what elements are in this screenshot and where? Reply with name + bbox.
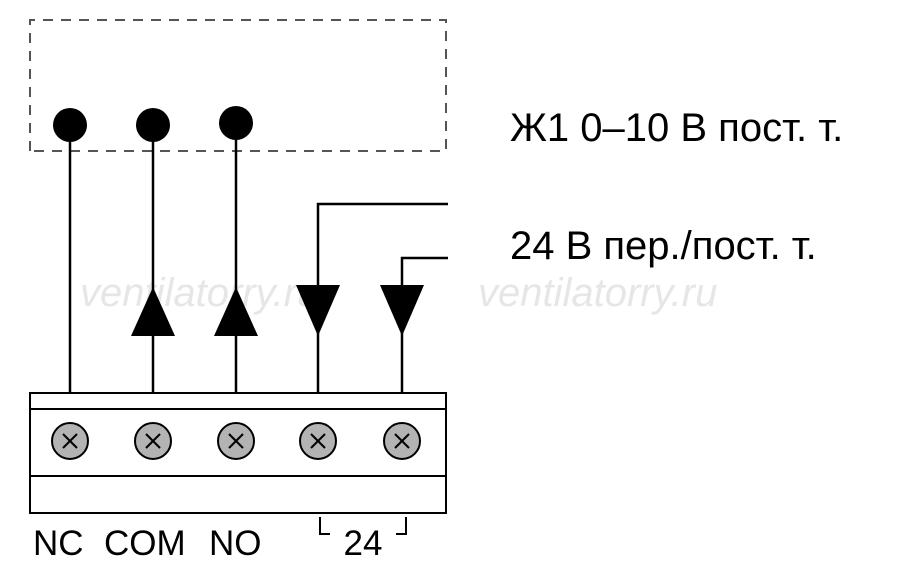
terminal-label-nc: NC xyxy=(33,524,84,563)
screw-terminal-nc xyxy=(51,422,89,460)
terminal-label-24: 24 xyxy=(344,524,383,563)
watermark-right: ventilatorry.ru xyxy=(478,271,717,315)
arrow-up-no-icon xyxy=(214,287,258,336)
terminal-label-no: NO xyxy=(209,524,262,563)
signal-label: Ж1 0–10 В пост. т. xyxy=(510,106,843,150)
screw-terminal-24v-2 xyxy=(383,422,421,460)
wire-supply-1 xyxy=(316,202,448,441)
watermark-left: ventilatorry.ru xyxy=(80,271,319,315)
power-bracket-left xyxy=(319,517,330,535)
arrow-down-supply-2-icon xyxy=(380,285,424,336)
terminal-label-com: COM xyxy=(104,524,186,563)
power-bracket-right xyxy=(396,517,407,535)
screw-terminal-no xyxy=(217,422,255,460)
supply-label: 24 В пер./пост. т. xyxy=(510,224,817,268)
wire-supply-2 xyxy=(400,256,448,441)
arrow-up-com-icon xyxy=(131,287,175,336)
dashed-device-box xyxy=(29,19,447,152)
arrow-down-supply-1-icon xyxy=(296,285,340,336)
screw-terminal-com xyxy=(134,422,172,460)
screw-terminal-24v-1 xyxy=(299,422,337,460)
